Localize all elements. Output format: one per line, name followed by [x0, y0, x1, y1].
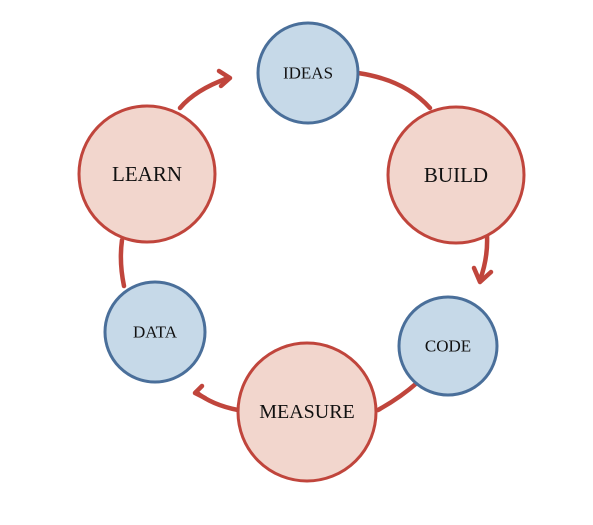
- arrow-build-to-code: [477, 233, 490, 283]
- arrow-learn-to-ideas: [177, 75, 231, 111]
- arrowhead-build-to-code: [471, 265, 494, 285]
- node-measure-circle: [236, 341, 378, 483]
- cycle-arrows: [118, 68, 494, 413]
- node-measure: MEASURE: [236, 341, 378, 483]
- node-code: CODE: [397, 295, 499, 397]
- node-code-label: CODE: [425, 337, 471, 356]
- node-ideas: IDEAS: [256, 21, 360, 125]
- arrowhead-measure-to-data: [192, 383, 208, 401]
- node-learn-circle: [77, 104, 217, 244]
- node-build: BUILD: [386, 105, 526, 245]
- arrow-data-to-learn: [118, 237, 127, 289]
- arrow-code-to-measure: [375, 379, 421, 413]
- node-code-circle: [397, 295, 499, 397]
- node-data: DATA: [103, 280, 207, 384]
- node-ideas-label: IDEAS: [283, 64, 333, 83]
- arrow-ideas-to-build: [355, 70, 433, 111]
- arrowhead-learn-to-ideas: [216, 68, 233, 89]
- node-build-circle: [386, 105, 526, 245]
- node-data-circle: [103, 280, 207, 384]
- node-ideas-circle: [256, 21, 360, 125]
- node-build-label: BUILD: [424, 163, 488, 187]
- node-learn-label: LEARN: [112, 162, 182, 186]
- node-measure-label: MEASURE: [259, 401, 355, 423]
- cycle-nodes: IDEAS BUILD CODE MEASURE DATA LEARN: [77, 21, 526, 483]
- node-learn: LEARN: [77, 104, 217, 244]
- node-data-label: DATA: [133, 323, 178, 342]
